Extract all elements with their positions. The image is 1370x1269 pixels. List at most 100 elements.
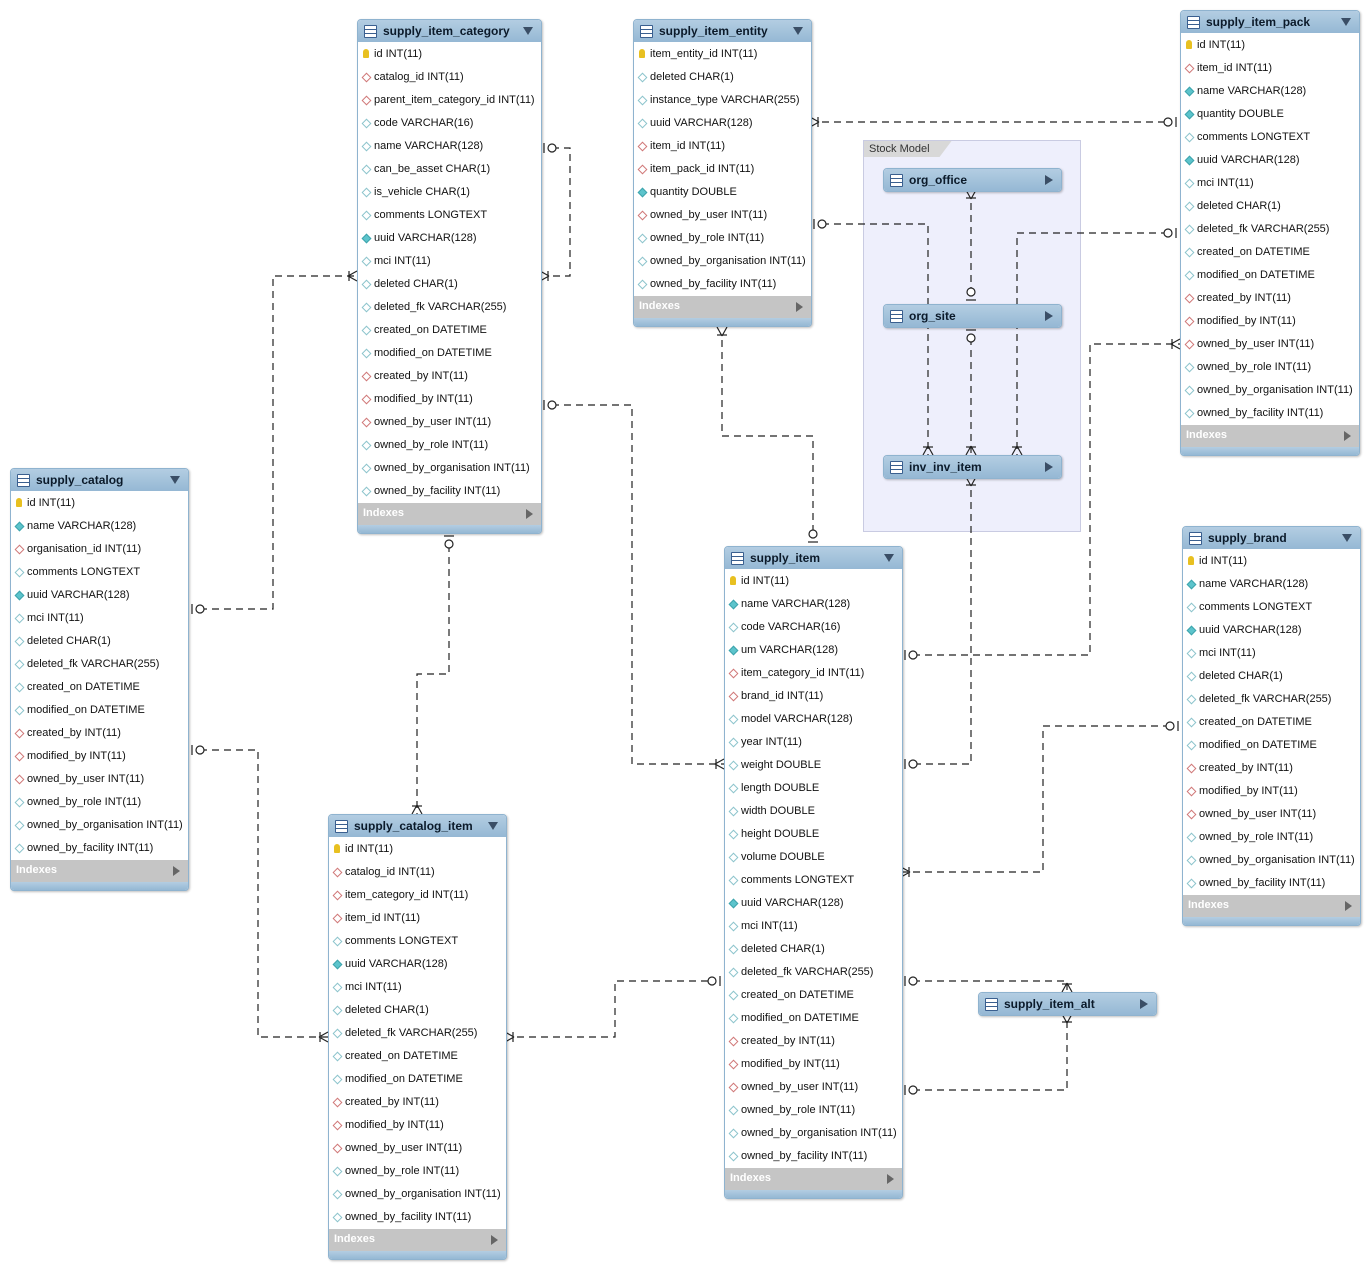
indexes-section[interactable]: Indexes bbox=[725, 1168, 902, 1190]
indexes-section[interactable]: Indexes bbox=[1183, 895, 1360, 917]
indexes-section[interactable]: Indexes bbox=[358, 503, 541, 525]
column-row[interactable]: id INT(11) bbox=[725, 570, 902, 593]
table-header[interactable]: org_office bbox=[884, 169, 1061, 191]
table-supply-catalog[interactable]: supply_catalog id INT(11)name VARCHAR(12… bbox=[10, 468, 189, 891]
column-row[interactable]: code VARCHAR(16) bbox=[358, 112, 541, 135]
column-row[interactable]: item_pack_id INT(11) bbox=[634, 158, 811, 181]
collapse-arrow-icon[interactable] bbox=[884, 554, 894, 562]
column-row[interactable]: year INT(11) bbox=[725, 731, 902, 754]
column-row[interactable]: owned_by_facility INT(11) bbox=[11, 837, 188, 860]
column-row[interactable]: deleted_fk VARCHAR(255) bbox=[11, 653, 188, 676]
column-row[interactable]: created_by INT(11) bbox=[1183, 757, 1360, 780]
column-row[interactable]: created_by INT(11) bbox=[725, 1030, 902, 1053]
collapse-arrow-icon[interactable] bbox=[1342, 534, 1352, 542]
column-row[interactable]: code VARCHAR(16) bbox=[725, 616, 902, 639]
column-row[interactable]: owned_by_user INT(11) bbox=[1181, 333, 1359, 356]
column-row[interactable]: owned_by_role INT(11) bbox=[358, 434, 541, 457]
column-row[interactable]: name VARCHAR(128) bbox=[11, 515, 188, 538]
column-row[interactable]: owned_by_role INT(11) bbox=[329, 1160, 506, 1183]
column-row[interactable]: mci INT(11) bbox=[11, 607, 188, 630]
column-row[interactable]: id INT(11) bbox=[329, 838, 506, 861]
expand-play-icon[interactable] bbox=[1344, 431, 1351, 441]
column-row[interactable]: id INT(11) bbox=[11, 492, 188, 515]
table-header[interactable]: supply_catalog_item bbox=[329, 815, 506, 837]
collapse-arrow-icon[interactable] bbox=[793, 27, 803, 35]
column-row[interactable]: comments LONGTEXT bbox=[1181, 126, 1359, 149]
column-row[interactable]: created_on DATETIME bbox=[358, 319, 541, 342]
column-row[interactable]: name VARCHAR(128) bbox=[1181, 80, 1359, 103]
expand-play-icon[interactable] bbox=[1140, 999, 1148, 1009]
column-row[interactable]: owned_by_organisation INT(11) bbox=[11, 814, 188, 837]
table-header[interactable]: org_site bbox=[884, 305, 1061, 327]
column-row[interactable]: catalog_id INT(11) bbox=[329, 861, 506, 884]
column-row[interactable]: uuid VARCHAR(128) bbox=[725, 892, 902, 915]
column-row[interactable]: deleted CHAR(1) bbox=[1181, 195, 1359, 218]
column-row[interactable]: owned_by_role INT(11) bbox=[1181, 356, 1359, 379]
column-row[interactable]: owned_by_user INT(11) bbox=[11, 768, 188, 791]
expand-play-icon[interactable] bbox=[173, 866, 180, 876]
table-header[interactable]: supply_item_entity bbox=[634, 20, 811, 42]
column-row[interactable]: owned_by_user INT(11) bbox=[634, 204, 811, 227]
table-header[interactable]: supply_item bbox=[725, 547, 902, 569]
expand-play-icon[interactable] bbox=[1045, 462, 1053, 472]
column-row[interactable]: modified_on DATETIME bbox=[1183, 734, 1360, 757]
table-supply-item-alt[interactable]: supply_item_alt bbox=[978, 992, 1157, 1016]
expand-play-icon[interactable] bbox=[526, 509, 533, 519]
expand-play-icon[interactable] bbox=[1045, 175, 1053, 185]
column-row[interactable]: uuid VARCHAR(128) bbox=[329, 953, 506, 976]
column-row[interactable]: deleted_fk VARCHAR(255) bbox=[358, 296, 541, 319]
table-header[interactable]: supply_brand bbox=[1183, 527, 1360, 549]
table-supply-item-category[interactable]: supply_item_category id INT(11)catalog_i… bbox=[357, 19, 542, 534]
column-row[interactable]: modified_on DATETIME bbox=[358, 342, 541, 365]
column-row[interactable]: volume DOUBLE bbox=[725, 846, 902, 869]
column-row[interactable]: mci INT(11) bbox=[1183, 642, 1360, 665]
column-row[interactable]: uuid VARCHAR(128) bbox=[1181, 149, 1359, 172]
column-row[interactable]: owned_by_role INT(11) bbox=[11, 791, 188, 814]
column-row[interactable]: weight DOUBLE bbox=[725, 754, 902, 777]
column-row[interactable]: uuid VARCHAR(128) bbox=[634, 112, 811, 135]
column-row[interactable]: owned_by_user INT(11) bbox=[358, 411, 541, 434]
column-row[interactable]: owned_by_organisation INT(11) bbox=[358, 457, 541, 480]
column-row[interactable]: instance_type VARCHAR(255) bbox=[634, 89, 811, 112]
column-row[interactable]: created_by INT(11) bbox=[11, 722, 188, 745]
column-row[interactable]: owned_by_facility INT(11) bbox=[1183, 872, 1360, 895]
column-row[interactable]: item_id INT(11) bbox=[634, 135, 811, 158]
column-row[interactable]: modified_on DATETIME bbox=[329, 1068, 506, 1091]
column-row[interactable]: item_category_id INT(11) bbox=[329, 884, 506, 907]
column-row[interactable]: model VARCHAR(128) bbox=[725, 708, 902, 731]
column-row[interactable]: brand_id INT(11) bbox=[725, 685, 902, 708]
column-row[interactable]: can_be_asset CHAR(1) bbox=[358, 158, 541, 181]
table-org-site[interactable]: org_site bbox=[883, 304, 1062, 328]
column-row[interactable]: modified_by INT(11) bbox=[329, 1114, 506, 1137]
column-row[interactable]: id INT(11) bbox=[1183, 550, 1360, 573]
column-row[interactable]: owned_by_facility INT(11) bbox=[329, 1206, 506, 1229]
column-row[interactable]: deleted CHAR(1) bbox=[329, 999, 506, 1022]
column-row[interactable]: owned_by_facility INT(11) bbox=[634, 273, 811, 296]
column-row[interactable]: deleted_fk VARCHAR(255) bbox=[329, 1022, 506, 1045]
column-row[interactable]: mci INT(11) bbox=[725, 915, 902, 938]
column-row[interactable]: comments LONGTEXT bbox=[358, 204, 541, 227]
column-row[interactable]: uuid VARCHAR(128) bbox=[11, 584, 188, 607]
table-header[interactable]: supply_item_pack bbox=[1181, 11, 1359, 33]
table-header[interactable]: inv_inv_item bbox=[884, 456, 1061, 478]
column-row[interactable]: name VARCHAR(128) bbox=[358, 135, 541, 158]
column-row[interactable]: id INT(11) bbox=[358, 43, 541, 66]
column-row[interactable]: item_entity_id INT(11) bbox=[634, 43, 811, 66]
column-row[interactable]: modified_by INT(11) bbox=[358, 388, 541, 411]
column-row[interactable]: created_on DATETIME bbox=[11, 676, 188, 699]
column-row[interactable]: owned_by_user INT(11) bbox=[725, 1076, 902, 1099]
column-row[interactable]: deleted_fk VARCHAR(255) bbox=[1181, 218, 1359, 241]
column-row[interactable]: item_id INT(11) bbox=[329, 907, 506, 930]
expand-play-icon[interactable] bbox=[1345, 901, 1352, 911]
table-header[interactable]: supply_item_alt bbox=[979, 993, 1156, 1015]
table-header[interactable]: supply_item_category bbox=[358, 20, 541, 42]
column-row[interactable]: created_by INT(11) bbox=[358, 365, 541, 388]
column-row[interactable]: name VARCHAR(128) bbox=[725, 593, 902, 616]
column-row[interactable]: owned_by_user INT(11) bbox=[329, 1137, 506, 1160]
column-row[interactable]: modified_by INT(11) bbox=[11, 745, 188, 768]
column-row[interactable]: deleted CHAR(1) bbox=[11, 630, 188, 653]
column-row[interactable]: created_on DATETIME bbox=[1181, 241, 1359, 264]
column-row[interactable]: comments LONGTEXT bbox=[329, 930, 506, 953]
column-row[interactable]: width DOUBLE bbox=[725, 800, 902, 823]
column-row[interactable]: created_on DATETIME bbox=[725, 984, 902, 1007]
